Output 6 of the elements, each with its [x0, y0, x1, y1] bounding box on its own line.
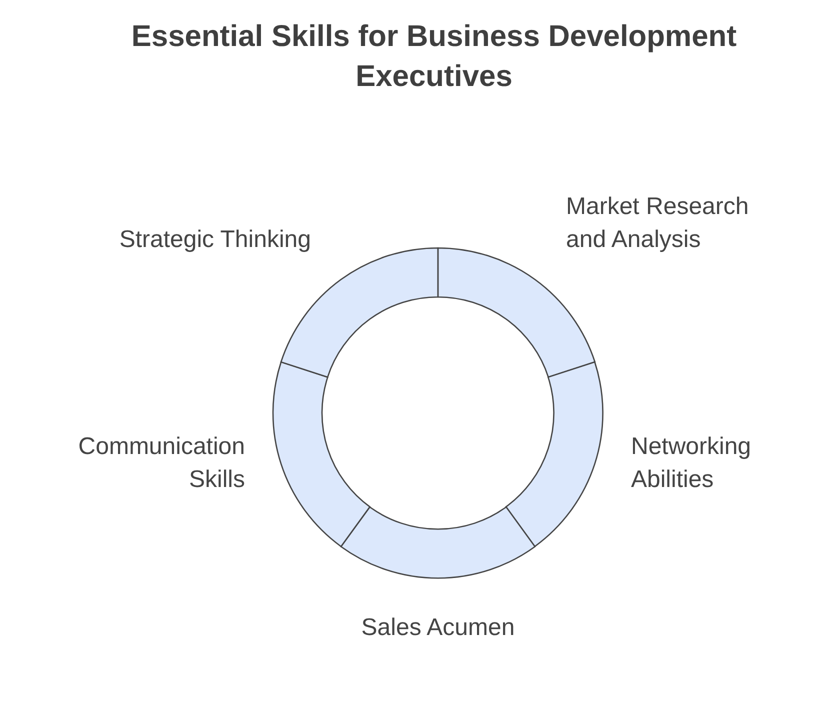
segment-label: Communication Skills: [77, 432, 245, 495]
segment-label: Market Research and Analysis: [566, 192, 750, 255]
title: Essential Skills for Business Development Executives: [130, 19, 738, 95]
segment-label: Sales Acumen: [360, 612, 516, 643]
segment-label: Networking Abilities: [630, 432, 752, 495]
segment-label: Strategic Thinking: [118, 225, 311, 255]
